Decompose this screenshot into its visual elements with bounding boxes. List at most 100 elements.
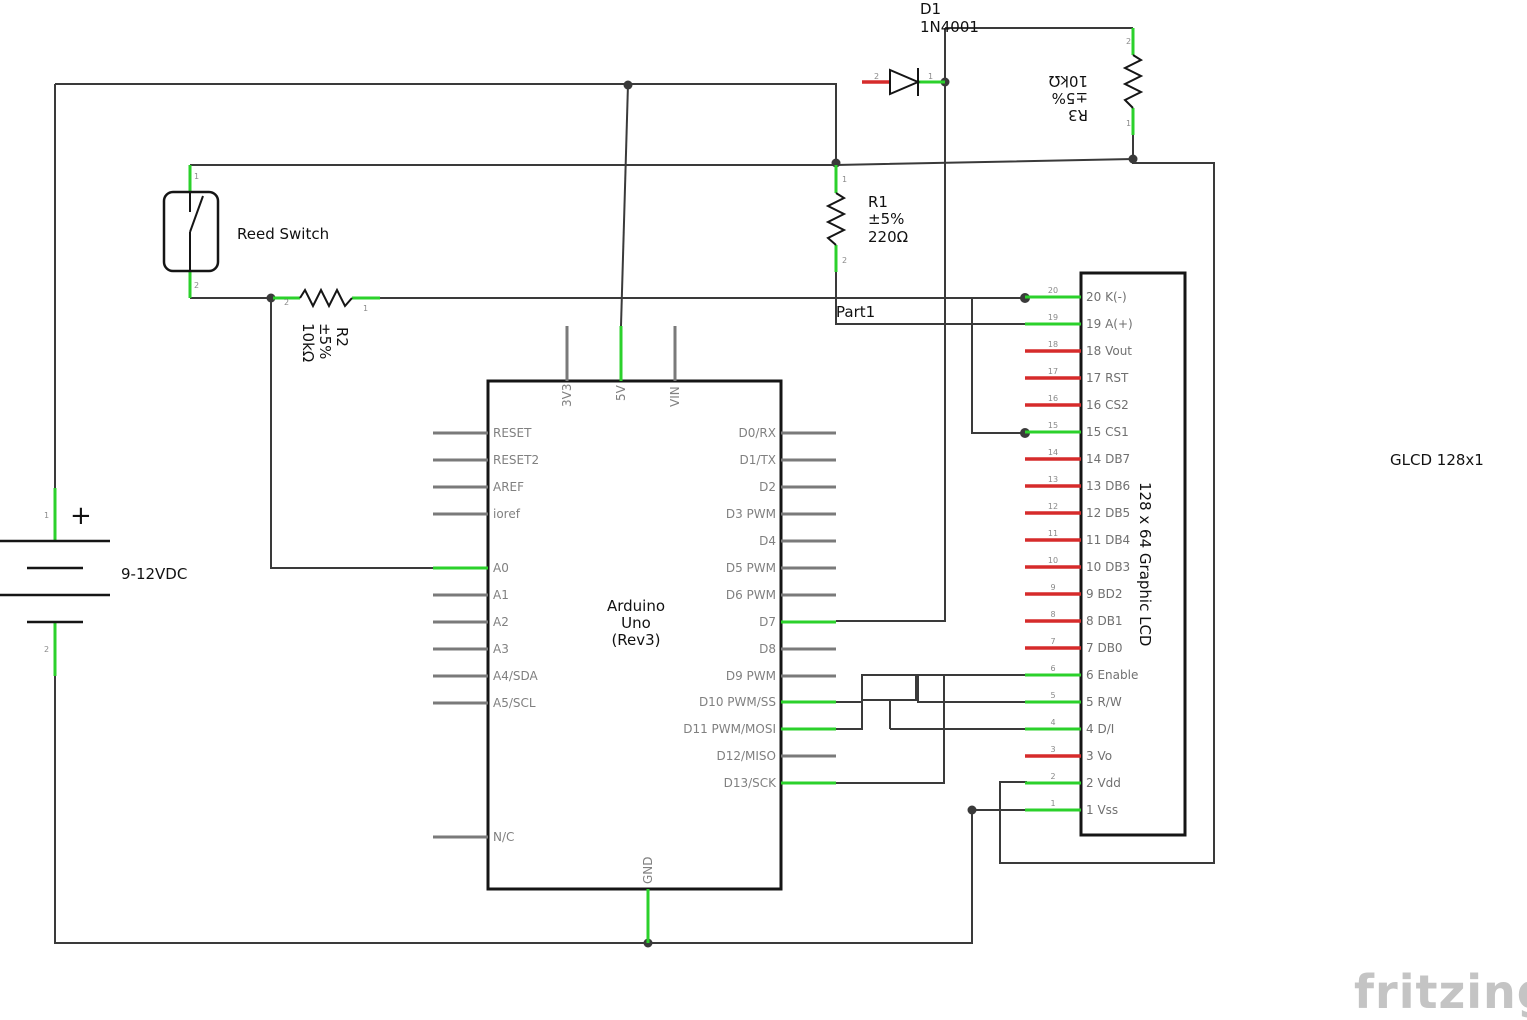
lcd-pin-label: 15 CS1 [1086, 425, 1129, 439]
lcd-pin-label: 18 Vout [1086, 344, 1132, 358]
lcd-pin-number: 12 [1048, 502, 1058, 511]
arduino-title-line1: Arduino [607, 597, 665, 615]
pin-number: 1 [928, 72, 933, 81]
arduino-pin-label: D7 [759, 615, 776, 629]
arduino-pin-label: D10 PWM/SS [699, 695, 776, 709]
lcd-pin-number: 17 [1048, 367, 1058, 376]
wire-5v[interactable] [620, 83, 629, 327]
lcd-pin-number: 11 [1048, 529, 1058, 538]
arduino-pin-label: D11 PWM/MOSI [683, 722, 776, 736]
diode-symbol [889, 68, 921, 96]
arduino-pin-label: GND [641, 856, 655, 884]
lcd-pin-number: 15 [1048, 421, 1058, 430]
pin-number: 1 [363, 304, 368, 313]
lcd-pin-number: 9 [1050, 583, 1055, 592]
wire-rw[interactable] [836, 674, 1027, 730]
junction-dot [967, 805, 977, 815]
r3-zigzag [1122, 54, 1144, 109]
arduino-pin-label: D13/SCK [724, 776, 778, 790]
lcd-pin-label: 9 BD2 [1086, 587, 1123, 601]
wire-d7[interactable] [836, 28, 946, 622]
pin-number: 2 [44, 645, 49, 654]
lcd-pin-number: 3 [1050, 745, 1055, 754]
wire-a0[interactable] [270, 298, 433, 569]
r2-val-label: 10kΩ [299, 323, 317, 362]
arduino-pin-label: D6 PWM [726, 588, 776, 602]
lcd-pin-number: 8 [1050, 610, 1055, 619]
lcd-pin-label: 19 A(+) [1086, 317, 1133, 331]
lcd-pin-number: 20 [1048, 286, 1058, 295]
r2-zigzag [299, 287, 353, 309]
glcd-title-label: GLCD 128x1 [1390, 451, 1484, 469]
arduino-title-line3: (Rev3) [611, 631, 660, 649]
resistor-r2[interactable]: 2 1 R2 ±5% 10kΩ [273, 287, 380, 362]
wire-r1-a[interactable] [835, 272, 1027, 325]
r3-tol-label: ±5% [1052, 89, 1088, 107]
arduino-pin-label: A3 [493, 642, 509, 656]
r3-val-label: 10kΩ [1049, 72, 1088, 90]
fritzing-logo: fritzing [1354, 965, 1527, 1019]
arduino-pin-label: 3V3 [560, 384, 574, 407]
arduino-pin-label: D4 [759, 534, 776, 548]
pin-number: 1 [194, 172, 199, 181]
pin-number: 2 [284, 298, 289, 307]
lcd-pin-label: 1 Vss [1086, 803, 1118, 817]
arduino-title-line2: Uno [621, 614, 651, 632]
lcd-pin-label: 16 CS2 [1086, 398, 1129, 412]
lcd-pin-label: 20 K(-) [1086, 290, 1127, 304]
lcd-pin-number: 18 [1048, 340, 1058, 349]
arduino-pin-label: AREF [493, 480, 524, 494]
lcd-pin-label: 17 RST [1086, 371, 1129, 385]
pin-number: 1 [1126, 119, 1131, 128]
lcd-pin-label: 5 R/W [1086, 695, 1122, 709]
arduino-pin-label: A4/SDA [493, 669, 539, 683]
wire-top-rail[interactable] [55, 83, 837, 163]
arduino-pin-label: D0/RX [739, 426, 776, 440]
arduino-pin-label: A2 [493, 615, 509, 629]
part1-label: Part1 [836, 303, 875, 321]
wire-enable[interactable] [836, 674, 1027, 703]
diode-part-label: 1N4001 [920, 18, 979, 36]
pin-number: 2 [874, 72, 879, 81]
wire-gnd[interactable] [54, 676, 1027, 944]
arduino-pin-label: D3 PWM [726, 507, 776, 521]
arduino-uno[interactable]: Arduino Uno (Rev3) 3V3 5V VIN GND RESET … [433, 326, 836, 943]
arduino-pin-label: A0 [493, 561, 509, 575]
lcd-pin-label: 10 DB3 [1086, 560, 1130, 574]
lcd-pin-number: 13 [1048, 475, 1058, 484]
reed-contact-blade [189, 195, 204, 233]
pin-number: 2 [842, 256, 847, 265]
r1-zigzag [825, 192, 847, 246]
lcd-pin-number: 10 [1048, 556, 1058, 565]
battery[interactable]: 1 2 + 9-12VDC [0, 488, 187, 676]
wire-di[interactable] [836, 675, 1027, 784]
arduino-pin-label: D12/MISO [716, 749, 776, 763]
reed-switch[interactable]: 1 2 Reed Switch [162, 165, 329, 298]
battery-plus-sign: + [70, 501, 92, 531]
lcd-pin-label: 11 DB4 [1086, 533, 1130, 547]
arduino-body [486, 379, 783, 891]
arduino-pin-label: N/C [493, 830, 514, 844]
resistor-r1[interactable]: 1 2 R1 ±5% 220Ω [825, 165, 908, 272]
lcd-pin-number: 14 [1048, 448, 1058, 457]
pin-number: 2 [194, 281, 199, 290]
wire-reed-rail[interactable] [190, 158, 1134, 166]
wire-cs1[interactable] [971, 298, 1025, 434]
arduino-pin-label: D1/TX [740, 453, 776, 467]
lcd-pin-label: 2 Vdd [1086, 776, 1121, 790]
r2-ref-label: R2 [333, 327, 351, 347]
junctions [266, 77, 1138, 948]
lcd-pin-label: 12 DB5 [1086, 506, 1130, 520]
diode-d1[interactable]: 2 1 D1 1N4001 [862, 0, 979, 96]
lcd-pin-number: 4 [1050, 718, 1055, 727]
arduino-pin-label: D8 [759, 642, 776, 656]
r2-tol-label: ±5% [316, 323, 334, 359]
resistor-r3[interactable]: 2 1 R3 ±5% 10kΩ [1049, 28, 1144, 159]
junction-dot [266, 293, 276, 303]
lcd-pin-label: 3 Vo [1086, 749, 1112, 763]
arduino-pin-label: RESET2 [493, 453, 539, 467]
lcd-pin-number: 5 [1050, 691, 1055, 700]
r1-ref-label: R1 [868, 193, 888, 211]
